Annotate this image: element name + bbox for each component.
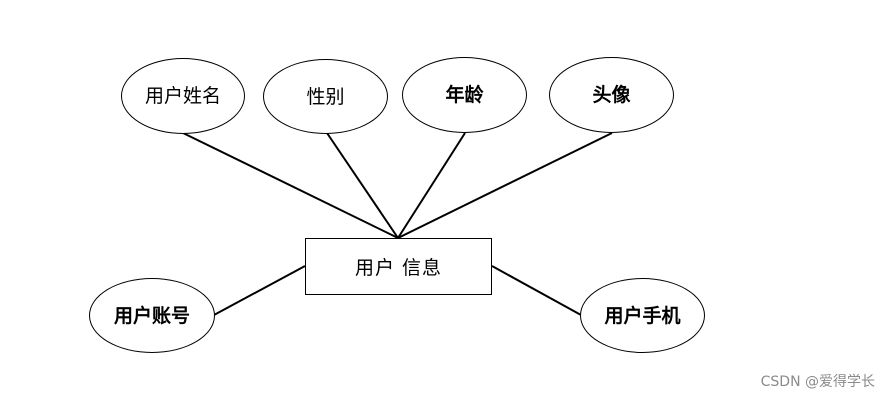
attribute-gender-label: 性别	[306, 85, 345, 108]
attribute-avatar-label: 头像	[592, 84, 631, 106]
attribute-account-label: 用户账号	[113, 304, 190, 327]
attribute-user-name-label: 用户姓名	[144, 85, 221, 107]
line-account	[213, 265, 306, 316]
line-age	[397, 132, 466, 239]
entity-user-info-label: 用户 信息	[354, 257, 443, 279]
entity-user-info: 用户 信息	[305, 238, 492, 295]
attribute-avatar: 头像	[549, 57, 674, 133]
watermark-text: CSDN @爱得学长	[760, 374, 875, 390]
attribute-gender: 性别	[263, 59, 388, 134]
attribute-phone-label: 用户手机	[604, 304, 681, 327]
attribute-user-name: 用户姓名	[121, 58, 245, 134]
line-user-name	[182, 132, 399, 239]
line-phone	[491, 265, 582, 316]
line-avatar	[397, 132, 613, 239]
attribute-age: 年龄	[402, 57, 527, 133]
attribute-account: 用户账号	[89, 278, 215, 353]
attribute-phone: 用户手机	[580, 278, 705, 353]
attribute-age-label: 年龄	[445, 84, 484, 106]
line-gender	[326, 132, 399, 239]
